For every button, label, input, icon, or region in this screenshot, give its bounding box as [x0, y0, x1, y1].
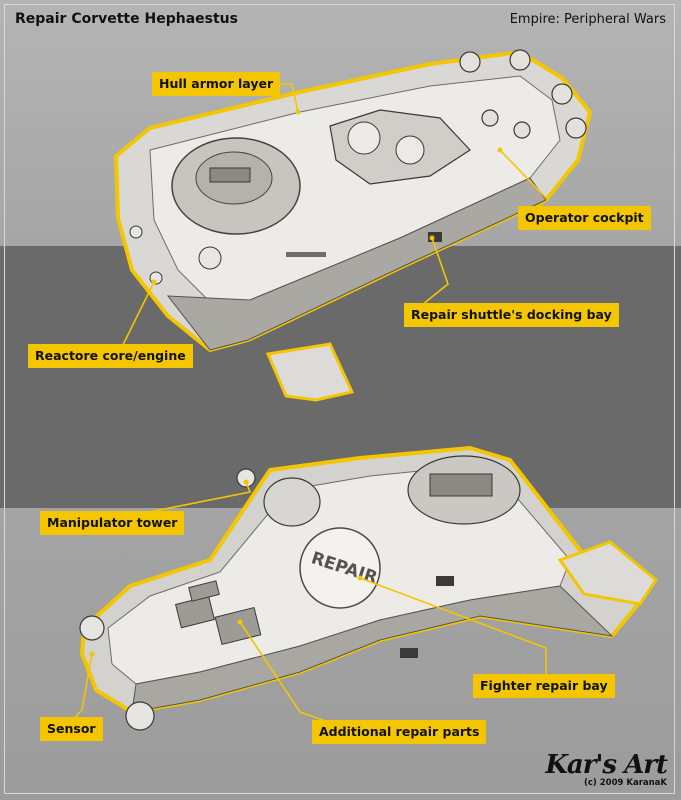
page-title: Repair Corvette Hephaestus	[15, 11, 238, 27]
upper-stern-thrusters	[459, 49, 587, 139]
callout-reactor: Reactore core/engine	[28, 344, 193, 368]
callout-sensor: Sensor	[40, 717, 103, 741]
callout-fighter-bay: Fighter repair bay	[473, 674, 615, 698]
logo-copyright: (c) 2009 KaranaK	[583, 778, 667, 788]
upper-ventral-fin	[265, 342, 355, 402]
lower-hull-side	[131, 585, 614, 713]
lower-thrusters	[79, 468, 256, 731]
lower-fin	[557, 540, 658, 606]
page-subtitle: Empire: Peripheral Wars	[509, 12, 666, 27]
logo-main: Kar's Art	[545, 750, 668, 780]
upper-hull-side	[166, 177, 547, 351]
lower-repair-bay	[299, 527, 381, 609]
callout-operator-cockpit: Operator cockpit	[518, 206, 651, 230]
callout-hull-armor: Hull armor layer	[152, 72, 281, 96]
lower-manipulator-dome	[263, 477, 321, 527]
callout-repair-parts: Additional repair parts	[312, 720, 487, 744]
artist-logo: Kar's Art (c) 2009 KaranaK	[545, 750, 668, 788]
callout-docking-bay: Repair shuttle's docking bay	[404, 303, 619, 327]
callout-manipulator: Manipulator tower	[40, 511, 185, 535]
